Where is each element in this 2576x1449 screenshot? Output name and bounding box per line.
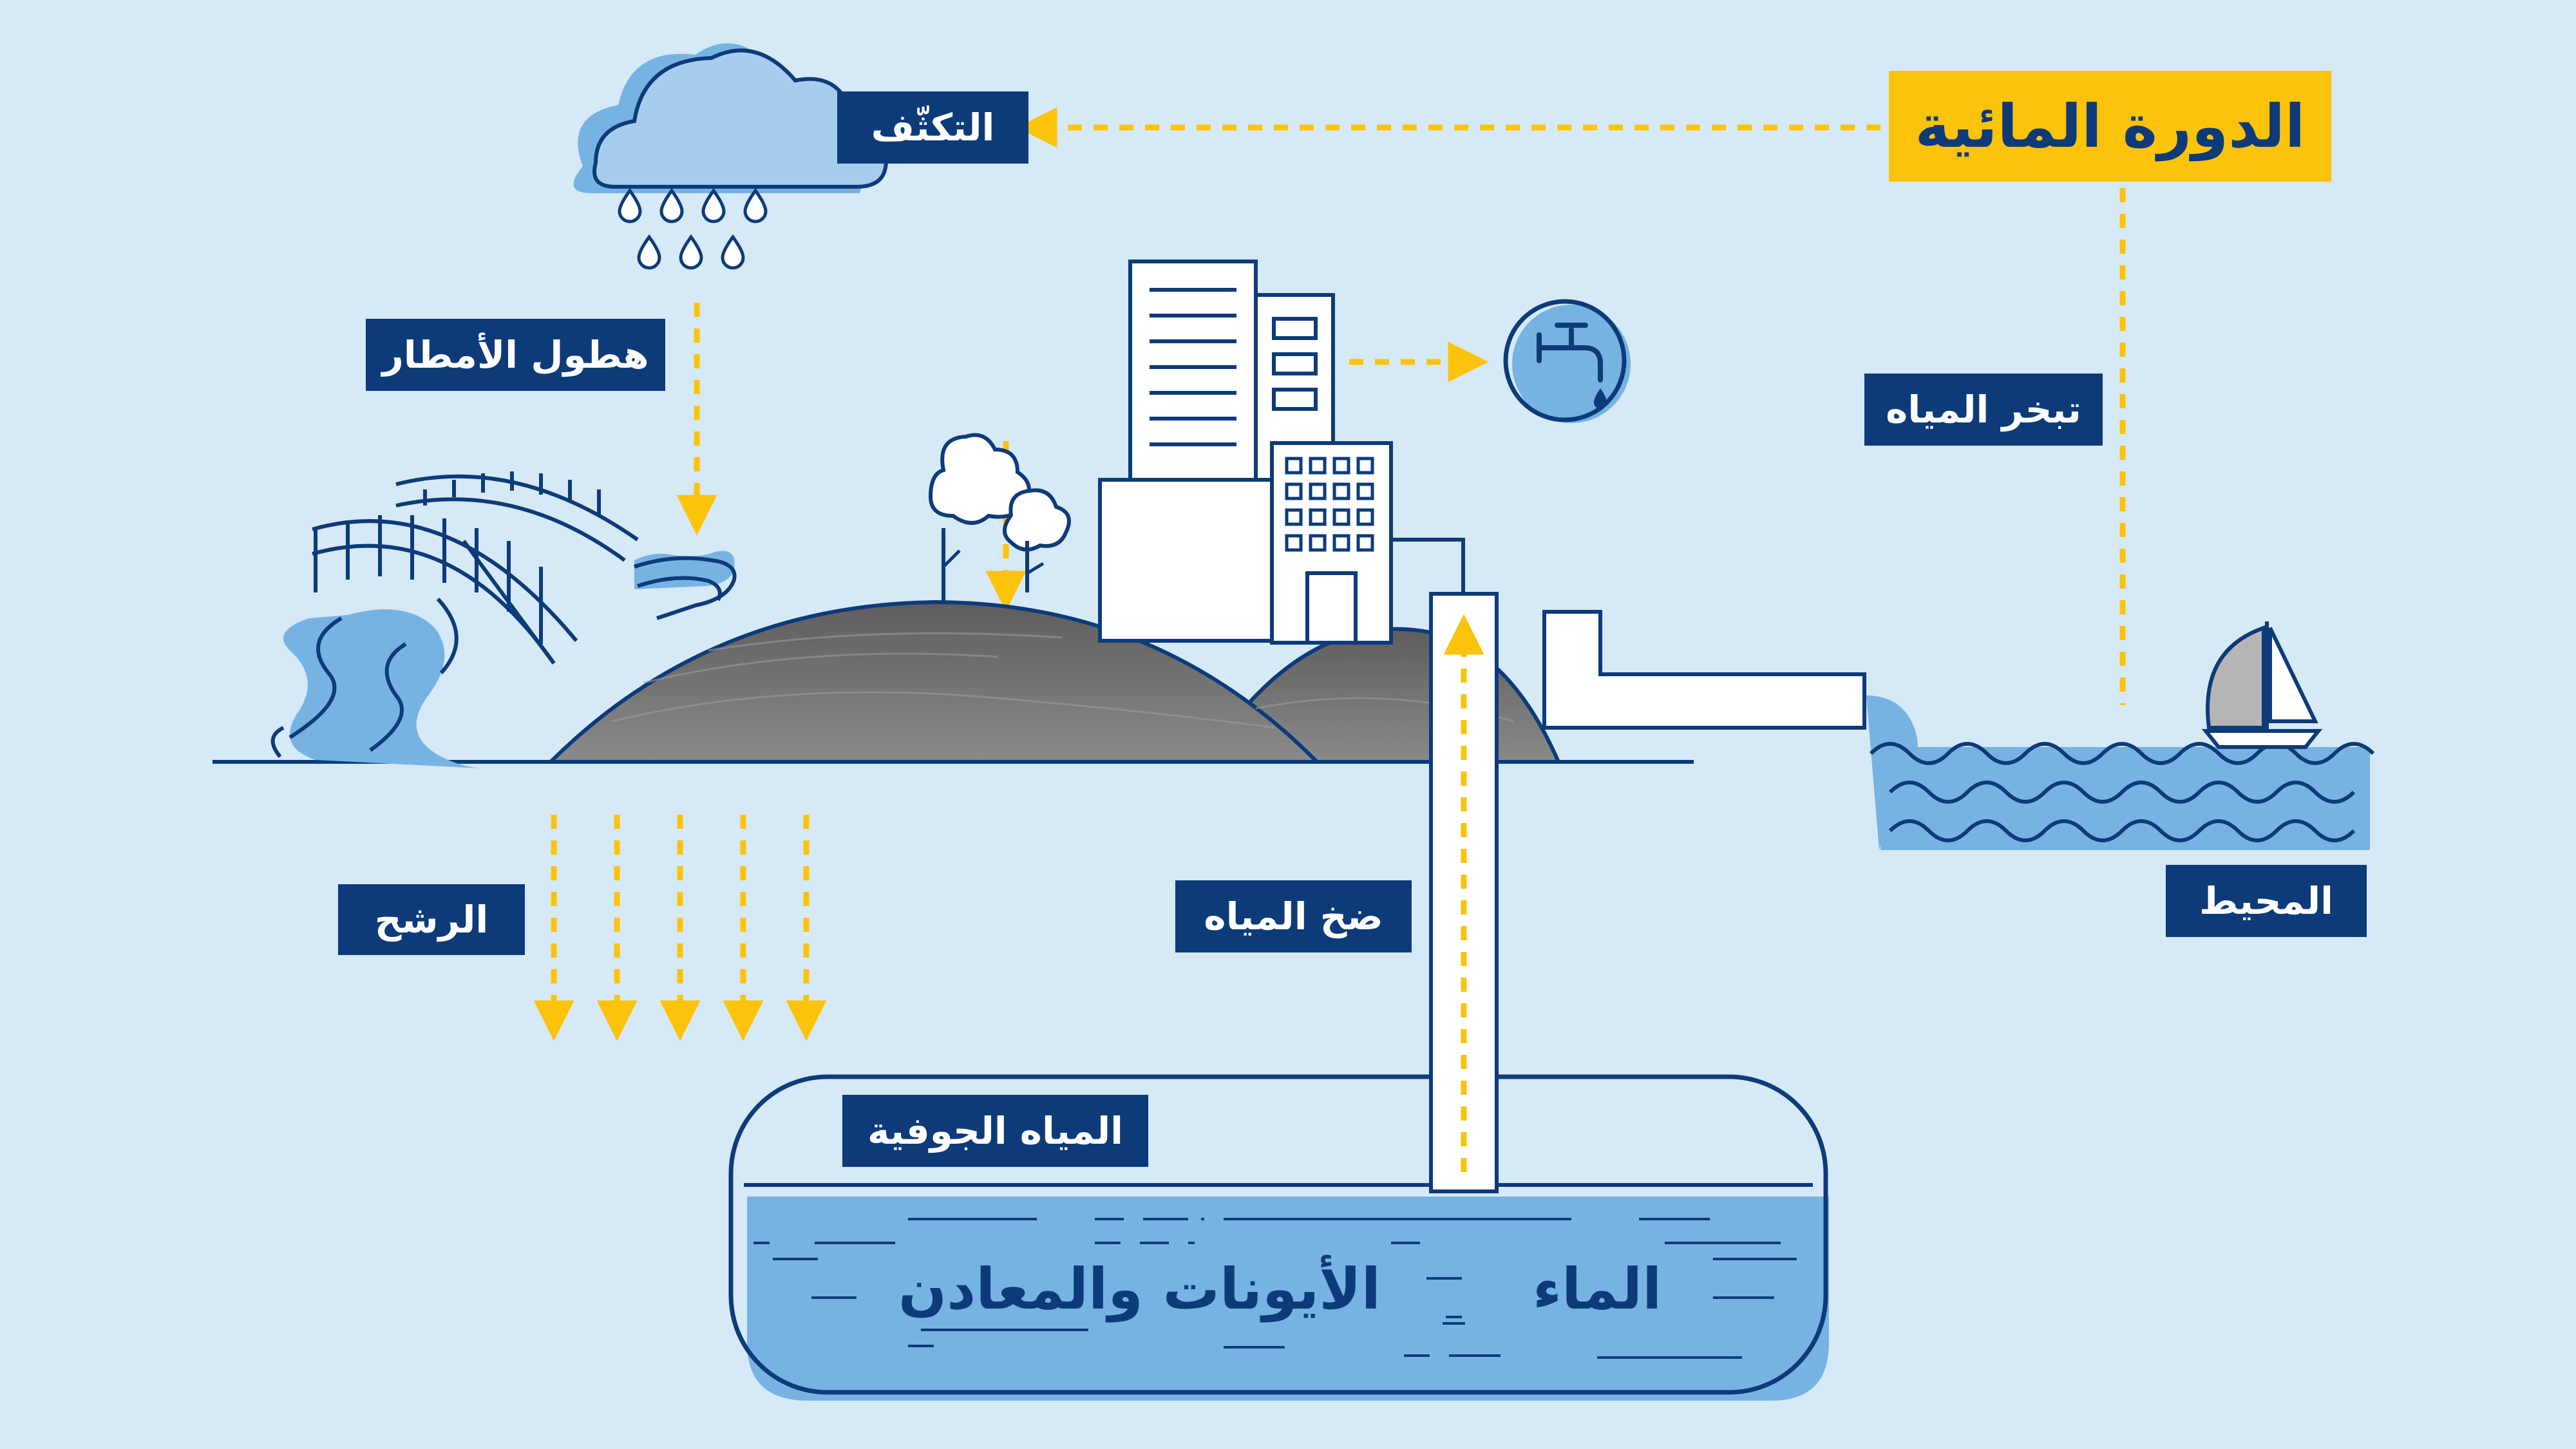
label-precipitation: هطول الأمطار (366, 319, 665, 391)
outflow-pipe (1542, 610, 1866, 730)
bridge-icon (312, 471, 639, 665)
label-evaporation: تبخر المياه (1864, 374, 2103, 446)
tap-icon (1503, 299, 1631, 423)
river (270, 551, 737, 768)
tree-icon (928, 433, 1071, 602)
hills (549, 600, 1560, 764)
sailboat-icon (2201, 621, 2323, 749)
groundwater-tank (728, 1074, 1829, 1401)
label-condensation: التكثّف (837, 91, 1028, 164)
building-icon (1098, 260, 1393, 645)
diagram-title: الدورة المائية (1889, 71, 2331, 182)
label-ocean: المحيط (2166, 865, 2367, 937)
text-ions-minerals: الأيونات والمعادن (898, 1256, 1381, 1322)
ocean (1866, 696, 2375, 850)
label-groundwater: المياه الجوفية (842, 1095, 1148, 1167)
label-infiltration: الرشح (338, 884, 525, 955)
label-pumping: ضخ المياه (1175, 880, 1412, 952)
well-pipe (1429, 592, 1499, 1193)
building-windows (1285, 457, 1374, 552)
cloud-rain-icon (573, 43, 889, 270)
flow-arrows (533, 107, 2126, 1041)
text-water: الماء (1533, 1256, 1662, 1322)
